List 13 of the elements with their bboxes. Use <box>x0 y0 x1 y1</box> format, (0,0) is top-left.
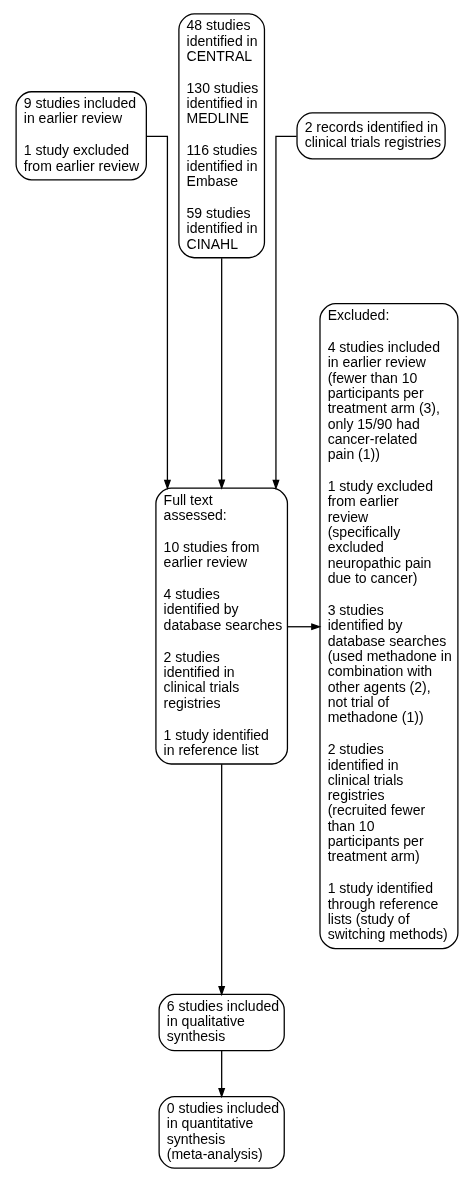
node-box: 48 studies identified in CENTRAL 130 studies identified in MEDLINE 116 studies identified in Embase 59 studies identified in CINAHL <box>178 13 266 259</box>
node-box: 6 studies included in qualitative synthesis <box>158 993 285 1052</box>
arrow <box>272 135 298 491</box>
arrow <box>218 1050 226 1099</box>
node-box: 2 records identified in clinical trials registries <box>296 112 446 160</box>
arrow <box>287 623 322 631</box>
node-box: 9 studies included in earlier review 1 study excluded from earlier review <box>15 91 147 181</box>
node-box: Full text assessed: 10 studies from earlier review 4 studies identified by database searches 2 studies identified in clinical trials registries 1 study identified in reference list <box>155 487 289 765</box>
arrow <box>218 257 226 490</box>
node-box: Excluded: 4 studies included in earlier review (fewer than 10 participants per treatment arm (3), only 15/90 had cancer-related pain (1)) 1 study excluded from earlier review (specifically excluded neuropathic pain due to cancer) 3 studies identified by database searches (used methadone in combination with other agents (2), not trial of methadone (1)) 2 studies identified in clinical trials registries (recruited fewer than 10 participants per treatment arm) 1 study identified through reference lists (study of switching methods) <box>319 303 459 950</box>
node-box: 0 studies included in quantitative synthesis (meta-analysis) <box>158 1096 285 1169</box>
arrow <box>218 763 226 997</box>
arrow <box>145 135 171 491</box>
